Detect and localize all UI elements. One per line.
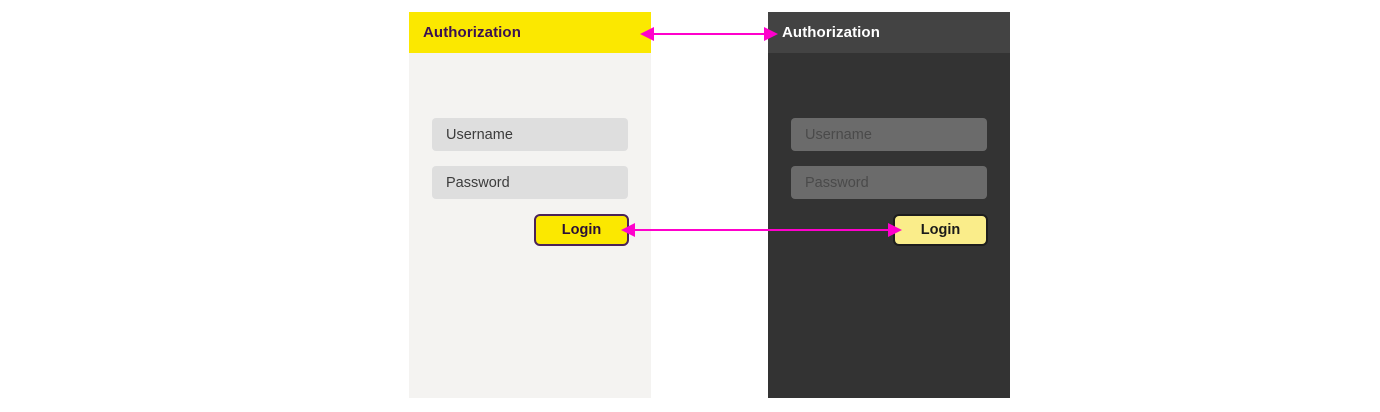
dark-panel-header: Authorization [768,12,1010,53]
light-panel-title: Authorization [423,24,521,41]
light-username-input[interactable]: Username [432,118,628,151]
light-theme-auth-panel: Authorization Username Password Login [409,12,651,398]
dark-login-button[interactable]: Login [893,214,988,246]
dark-panel-title: Authorization [782,24,880,41]
dark-password-input[interactable]: Password [791,166,987,199]
light-password-input[interactable]: Password [432,166,628,199]
light-login-button[interactable]: Login [534,214,629,246]
light-panel-header: Authorization [409,12,651,53]
dark-username-input[interactable]: Username [791,118,987,151]
dark-theme-auth-panel: Authorization Username Password Login [768,12,1010,398]
